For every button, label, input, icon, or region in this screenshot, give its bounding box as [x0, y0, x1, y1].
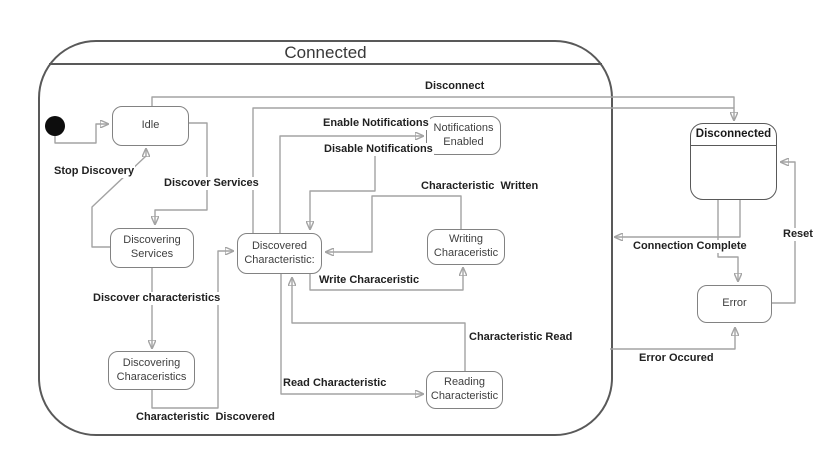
label-stop-discovery: Stop Discovery [53, 165, 136, 178]
state-idle: Idle [112, 106, 189, 146]
state-discovering-characteristics: Discovering Characeristics [108, 351, 195, 390]
state-error-label: Error [722, 297, 747, 310]
composite-state-connected-title: Connected [284, 43, 367, 62]
state-notifications-enabled: Notifications Enabled [426, 116, 501, 155]
transition-characteristic-read [292, 278, 466, 371]
label-characteristic-read: Characteristic Read [468, 331, 574, 344]
state-error: Error [697, 285, 772, 323]
label-error-occured: Error Occured [638, 352, 715, 365]
transition-error-occured [610, 328, 735, 350]
transition-disable-notifications [310, 153, 426, 229]
label-discover-characteristics: Discover characteristics [92, 292, 222, 305]
label-reset: Reset [782, 228, 814, 241]
label-disable-notifications: Disable Notifications [323, 143, 434, 156]
transition-characteristic-written [326, 195, 462, 252]
transition-read-characteristic [280, 274, 423, 394]
label-discover-services: Discover Services [163, 177, 260, 190]
state-disconnected: Disconnected [690, 123, 777, 200]
composite-state-connected-header: Connected [49, 42, 602, 65]
state-reading-characteristic-label: Reading Characteristic [430, 376, 499, 402]
composite-state-connected: Connected [38, 40, 613, 436]
label-write-characteristic: Write Characeristic [318, 274, 421, 287]
transition-characteristic-discovered [151, 251, 233, 409]
transition-stop-discovery [91, 149, 146, 248]
transition-connection-complete [615, 200, 741, 237]
state-writing-characteristic: Writing Characeristic [427, 229, 505, 265]
label-disconnect: Disconnect [424, 80, 486, 93]
transition-discover-services [155, 122, 208, 224]
state-discovering-services-label: Discovering Services [123, 234, 181, 260]
state-notifications-enabled-label: Notifications Enabled [433, 121, 494, 148]
initial-state-dot [45, 116, 65, 136]
label-characteristic-written: Characteristic Written [420, 180, 540, 193]
label-enable-notifications: Enable Notifications [322, 117, 430, 130]
label-connection-complete: Connection Complete [632, 240, 748, 253]
state-reading-characteristic: Reading Characteristic [426, 371, 503, 409]
transition-disconnect-from-idle [151, 96, 735, 108]
state-discovered-characteristic-label: Discovered Characteristic: [244, 239, 315, 266]
state-discovering-services: Discovering Services [110, 228, 194, 268]
transition-disconnect-from-discovered [252, 107, 734, 233]
transition-enable-notifications [279, 136, 423, 233]
state-discovering-characteristics-label: Discovering Characeristics [116, 356, 187, 383]
state-idle-label: Idle [141, 119, 160, 132]
transition-disconnected-to-error [717, 200, 738, 281]
label-read-characteristic: Read Characteristic [282, 377, 388, 390]
transition-initial-to-idle [54, 124, 108, 144]
state-discovered-characteristic: Discovered Characteristic: [237, 233, 322, 274]
label-characteristic-discovered: Characteristic Discovered [135, 411, 276, 424]
state-disconnected-title: Disconnected [691, 124, 776, 146]
state-writing-characteristic-label: Writing Characeristic [433, 233, 499, 259]
transition-write-characteristic [309, 268, 463, 291]
